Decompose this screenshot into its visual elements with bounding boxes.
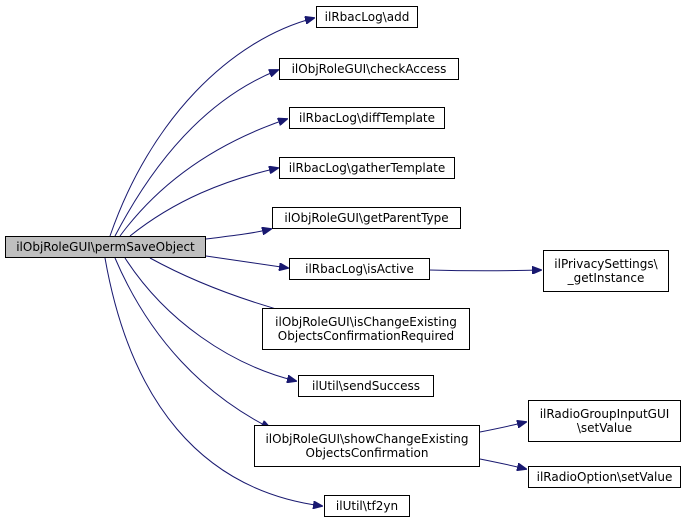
edge-showchange-radiogroup: [479, 422, 526, 433]
node-radio-option-set-value[interactable]: ilRadioOption\setValue: [528, 466, 681, 488]
edge-root-add: [109, 18, 314, 237]
edge-root-checkaccess: [114, 70, 278, 237]
edge-root-isactive: [205, 255, 288, 268]
node-tf2yn[interactable]: ilUtil\tf2yn: [324, 495, 410, 517]
edge-root-getparenttype: [205, 229, 271, 240]
node-rbaclog-add[interactable]: ilRbacLog\add: [316, 6, 418, 28]
node-perm-save-object[interactable]: ilObjRoleGUI\permSaveObject: [5, 236, 206, 258]
edge-isactive-getinstance: [428, 270, 541, 271]
node-radio-group-set-value[interactable]: ilRadioGroupInputGUI\setValue: [528, 400, 681, 442]
edge-root-ischange: [149, 257, 294, 314]
edge-root-sendsuccess: [124, 257, 296, 381]
edge-root-showchange: [114, 257, 270, 428]
node-diff-template[interactable]: ilRbacLog\diffTemplate: [289, 107, 445, 129]
node-is-active[interactable]: ilRbacLog\isActive: [289, 258, 430, 280]
node-get-parent-type[interactable]: ilObjRoleGUI\getParentType: [272, 207, 461, 229]
edge-root-gathertemplate: [129, 168, 278, 237]
edge-root-tf2yn: [104, 257, 322, 506]
node-gather-template[interactable]: ilRbacLog\gatherTemplate: [279, 157, 455, 179]
edge-root-difftemplate: [119, 119, 287, 237]
edge-showchange-radiooption: [479, 458, 526, 469]
node-send-success[interactable]: ilUtil\sendSuccess: [298, 375, 434, 397]
node-get-instance[interactable]: ilPrivacySettings\_getInstance: [543, 250, 669, 292]
node-check-access[interactable]: ilObjRoleGUI\checkAccess: [279, 58, 459, 80]
